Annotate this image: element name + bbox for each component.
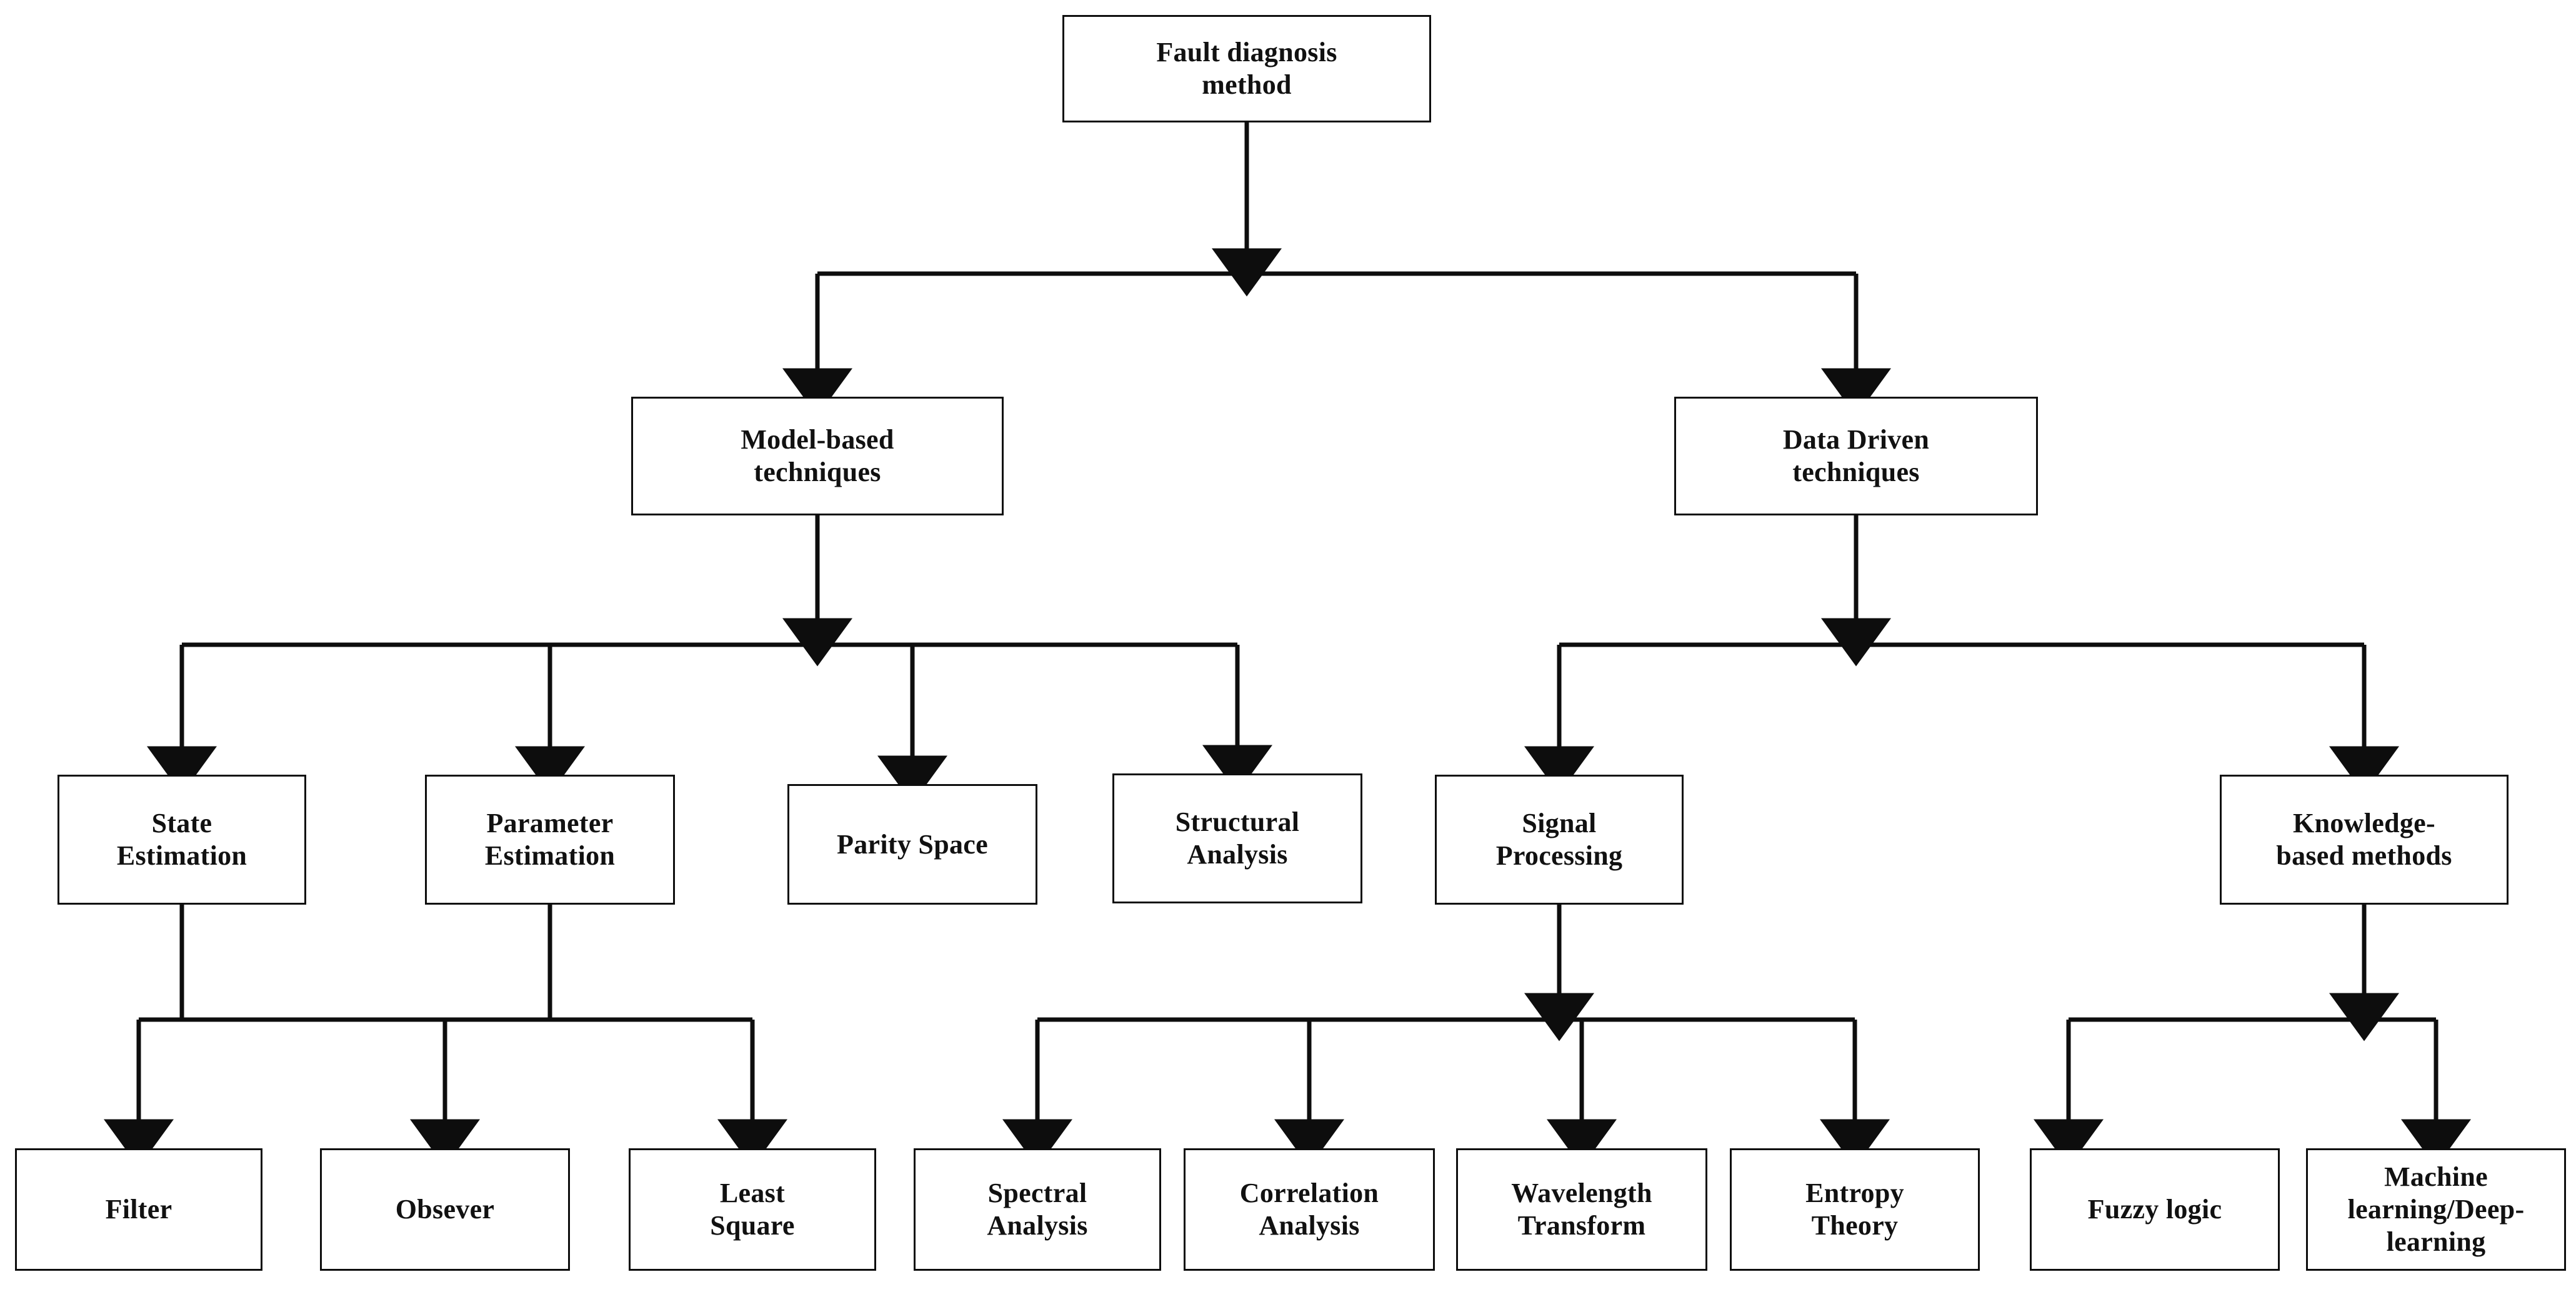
node-filter[interactable]: Filter xyxy=(15,1148,262,1271)
node-entropy-theory-label: Entropy Theory xyxy=(1805,1178,1904,1241)
node-correlation-analysis[interactable]: Correlation Analysis xyxy=(1184,1148,1435,1271)
node-spectral-analysis[interactable]: Spectral Analysis xyxy=(914,1148,1161,1271)
node-machine-deep-learning-label: Machine learning/Deep- learning xyxy=(2347,1161,2525,1257)
node-structural-analysis-label: Structural Analysis xyxy=(1175,807,1300,870)
node-parameter-estimation[interactable]: Parameter Estimation xyxy=(425,775,675,905)
node-root[interactable]: Fault diagnosis method xyxy=(1062,15,1431,122)
node-parameter-estimation-label: Parameter Estimation xyxy=(484,808,616,871)
node-signal-processing[interactable]: Signal Processing xyxy=(1435,775,1684,905)
node-machine-deep-learning[interactable]: Machine learning/Deep- learning xyxy=(2306,1148,2566,1271)
node-root-label: Fault diagnosis method xyxy=(1156,37,1337,100)
node-structural-analysis[interactable]: Structural Analysis xyxy=(1112,773,1362,903)
node-least-square[interactable]: Least Square xyxy=(629,1148,876,1271)
node-obsever[interactable]: Obsever xyxy=(320,1148,570,1271)
node-fuzzy-logic[interactable]: Fuzzy logic xyxy=(2030,1148,2280,1271)
node-data-driven-techniques-label: Data Driven techniques xyxy=(1782,424,1930,487)
node-spectral-analysis-label: Spectral Analysis xyxy=(987,1178,1088,1241)
node-model-based-techniques-label: Model-based techniques xyxy=(741,424,894,487)
node-obsever-label: Obsever xyxy=(395,1194,495,1225)
node-wavelength-transform[interactable]: Wavelength Transform xyxy=(1456,1148,1707,1271)
node-state-estimation[interactable]: State Estimation xyxy=(57,775,306,905)
node-entropy-theory[interactable]: Entropy Theory xyxy=(1730,1148,1980,1271)
node-wavelength-transform-label: Wavelength Transform xyxy=(1511,1178,1652,1241)
node-filter-label: Filter xyxy=(105,1194,172,1225)
node-data-driven-techniques[interactable]: Data Driven techniques xyxy=(1674,397,2038,515)
node-parity-space[interactable]: Parity Space xyxy=(787,784,1037,905)
node-parity-space-label: Parity Space xyxy=(837,828,988,860)
node-knowledge-based-methods[interactable]: Knowledge- based methods xyxy=(2220,775,2509,905)
node-knowledge-based-methods-label: Knowledge- based methods xyxy=(2276,808,2452,871)
node-model-based-techniques[interactable]: Model-based techniques xyxy=(631,397,1004,515)
node-correlation-analysis-label: Correlation Analysis xyxy=(1239,1178,1379,1241)
node-least-square-label: Least Square xyxy=(710,1178,795,1241)
node-fuzzy-logic-label: Fuzzy logic xyxy=(2087,1194,2222,1225)
node-signal-processing-label: Signal Processing xyxy=(1495,808,1623,871)
node-state-estimation-label: State Estimation xyxy=(116,808,247,871)
